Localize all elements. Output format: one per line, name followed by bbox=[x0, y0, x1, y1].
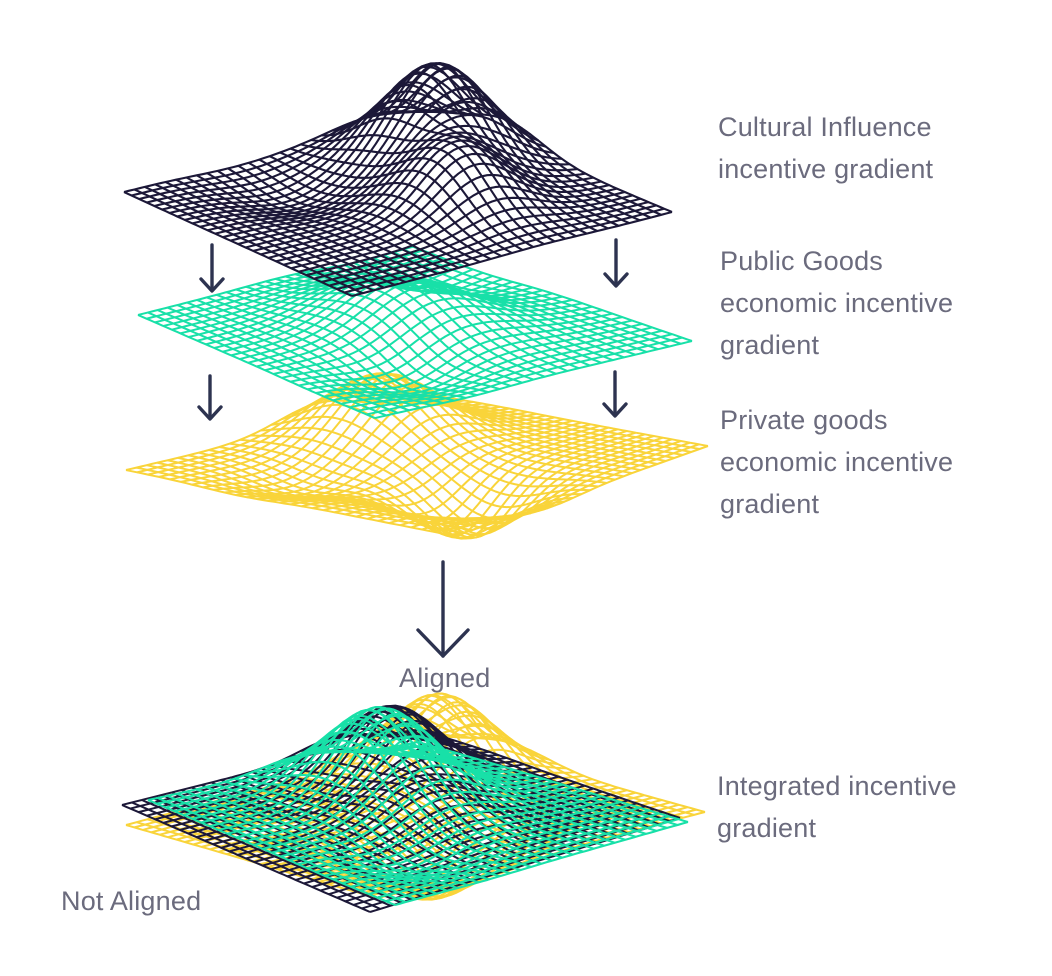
private-goods-surface-grid-line bbox=[426, 396, 700, 450]
integrated-public-goods-grid-line bbox=[311, 708, 574, 856]
public-goods-surface-grid-line bbox=[357, 333, 673, 412]
public-goods-surface-grid-line bbox=[324, 319, 633, 398]
integrated-public-goods-grid-line bbox=[271, 764, 554, 854]
public-goods-surface-grid-line bbox=[374, 340, 693, 420]
private-goods-surface-grid-line bbox=[421, 440, 682, 531]
integrated-private-goods-grid-line bbox=[423, 724, 684, 819]
cultural-surface-grid-line bbox=[169, 72, 484, 215]
integrated-public-goods-grid-line bbox=[394, 820, 689, 907]
cultural-influence-label-line-2: incentive gradient bbox=[718, 154, 934, 184]
integrated-public-goods-grid-line bbox=[340, 735, 605, 847]
cultural-surface-grid-line bbox=[435, 108, 673, 213]
integrated-public-goods-grid-line bbox=[280, 778, 563, 858]
cultural-influence-surface-mesh bbox=[123, 61, 673, 298]
cultural-surface-grid-line bbox=[415, 97, 652, 219]
public-goods-surface-grid-line bbox=[349, 329, 663, 409]
integrated-public-goods-grid-line bbox=[288, 786, 573, 862]
integrated-public-goods-grid-line bbox=[377, 815, 669, 899]
cultural-surface-grid-line bbox=[328, 201, 649, 287]
private-goods-surface-grid-line bbox=[432, 441, 691, 533]
integrated-gradient-label: Integrated incentive gradient bbox=[717, 765, 957, 849]
integrated-public-goods-grid-line bbox=[321, 714, 584, 853]
integrated-public-goods-grid-line bbox=[306, 792, 592, 870]
integrated-cultural-grid-line bbox=[419, 728, 681, 819]
integrated-public-goods-grid-line bbox=[398, 744, 668, 829]
integrated-public-goods-grid-line bbox=[292, 709, 553, 862]
integrated-public-goods-grid-line bbox=[302, 705, 563, 859]
layer-arrow-right-upper bbox=[603, 238, 629, 288]
public-goods-surface-grid-line bbox=[281, 302, 583, 379]
integrated-public-goods-mesh bbox=[147, 705, 689, 907]
cultural-surface-grid-line bbox=[344, 207, 665, 294]
public-goods-surface-grid-line bbox=[366, 336, 683, 416]
integrated-private-goods-grid-line bbox=[444, 735, 706, 813]
not-aligned-label: Not Aligned bbox=[61, 886, 202, 916]
cultural-influence-label: Cultural Influence incentive gradient bbox=[718, 106, 933, 190]
public-goods-label: Public Goods economic incentive gradient bbox=[720, 240, 953, 366]
integrated-public-goods-grid-line bbox=[341, 803, 631, 885]
integrated-public-goods-grid-line bbox=[408, 742, 678, 827]
private-goods-label-line-3: gradient bbox=[720, 489, 820, 519]
public-goods-surface-grid-line bbox=[363, 259, 636, 356]
private-goods-label: Private goods economic incentive gradien… bbox=[720, 399, 953, 525]
private-goods-label-line-1: Private goods bbox=[720, 405, 888, 435]
integrated-public-goods-grid-line bbox=[297, 789, 583, 866]
layer-arrow-left-lower bbox=[197, 374, 223, 421]
private-goods-surface-grid-line bbox=[443, 443, 700, 535]
public-goods-surface-grid-line bbox=[402, 248, 682, 345]
cultural-influence-label-line-1: Cultural Influence bbox=[718, 112, 932, 142]
public-goods-surface-grid-line bbox=[264, 290, 563, 372]
integrated-public-goods-grid-line bbox=[315, 795, 602, 873]
cultural-surface-grid-line bbox=[313, 194, 633, 280]
public-goods-surface-grid-line bbox=[290, 305, 593, 383]
public-goods-label-line-3: gradient bbox=[720, 330, 820, 360]
private-goods-surface-grid-line bbox=[405, 400, 683, 456]
public-goods-surface-grid-line bbox=[412, 245, 693, 342]
integrated-public-goods-grid-line bbox=[333, 800, 621, 881]
public-goods-surface-grid-line bbox=[383, 254, 659, 351]
cultural-surface-grid-line bbox=[321, 197, 641, 284]
public-goods-surface-grid-line bbox=[340, 326, 653, 405]
integrated-public-goods-grid-line bbox=[368, 812, 660, 896]
integrated-private-goods-grid-line bbox=[434, 732, 695, 816]
private-goods-surface-grid-line bbox=[410, 438, 673, 529]
public-goods-label-line-2: economic incentive bbox=[720, 288, 954, 318]
integrated-public-goods-grid-line bbox=[417, 740, 689, 824]
public-goods-surface-grid-line bbox=[332, 322, 643, 402]
public-goods-surface-grid-line bbox=[373, 257, 648, 353]
cultural-surface-grid-line bbox=[404, 85, 641, 222]
public-goods-surface-grid-line bbox=[307, 312, 613, 391]
public-goods-surface-grid-line bbox=[315, 316, 623, 394]
layer-arrow-left-upper bbox=[199, 243, 225, 293]
private-goods-surface-grid-line bbox=[436, 394, 709, 447]
cultural-surface-grid-line bbox=[336, 204, 657, 291]
private-goods-label-line-2: economic incentive bbox=[720, 447, 954, 477]
integrated-public-goods-grid-line bbox=[359, 750, 626, 841]
public-goods-surface-grid-line bbox=[298, 309, 603, 387]
cultural-surface-grid-line bbox=[351, 210, 673, 298]
integrated-public-goods-grid-line bbox=[388, 746, 657, 832]
integrated-public-goods-grid-line bbox=[379, 747, 647, 835]
integrated-public-goods-grid-line bbox=[385, 818, 679, 903]
cultural-surface-grid-line bbox=[425, 107, 662, 216]
cultural-surface-grid-line bbox=[394, 74, 630, 225]
integrated-public-goods-grid-line bbox=[324, 798, 612, 877]
integrated-public-goods-grid-line bbox=[331, 724, 595, 850]
aligned-label: Aligned bbox=[399, 663, 491, 693]
private-goods-surface-grid-line bbox=[399, 436, 664, 530]
layer-arrow-right-lower bbox=[602, 370, 628, 418]
public-goods-surface-grid-line bbox=[273, 297, 573, 375]
public-goods-label-line-1: Public Goods bbox=[720, 246, 883, 276]
private-goods-surface-grid-line bbox=[454, 445, 709, 537]
integrated-public-goods-grid-line bbox=[359, 809, 650, 892]
aligned-arrow-icon bbox=[416, 560, 470, 658]
integrated-gradient-label-line-2: gradient bbox=[717, 813, 817, 843]
integrated-public-goods-grid-line bbox=[350, 806, 641, 888]
public-goods-surface-mesh bbox=[137, 245, 693, 420]
private-goods-surface-grid-line bbox=[416, 398, 692, 453]
integrated-gradient-label-line-1: Integrated incentive bbox=[717, 771, 957, 801]
